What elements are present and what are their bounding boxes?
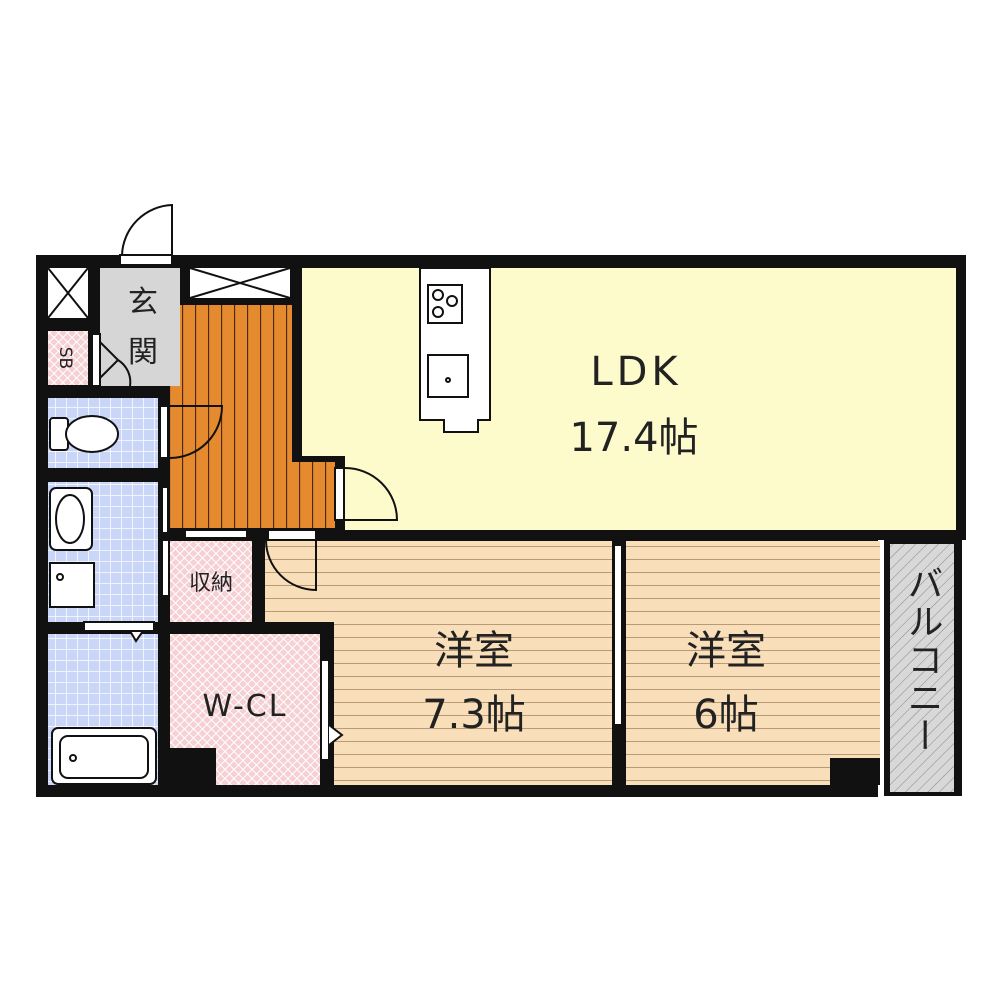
- balcony-label: バルコニー: [902, 565, 943, 755]
- shoe-closet-top: [189, 267, 291, 299]
- entrance-room: [100, 268, 180, 386]
- kitchen-counter: [419, 267, 491, 433]
- pipe-space: [47, 267, 89, 319]
- western-room-1-label: 洋室: [434, 628, 514, 674]
- toilet-icon: [49, 415, 119, 453]
- entrance-label-bottom: 関: [128, 335, 158, 370]
- balcony: [884, 540, 962, 796]
- hallway: [170, 305, 335, 528]
- western-room-2-size: 6帖: [693, 692, 758, 738]
- western-room-1: [265, 541, 612, 785]
- ldk-size: 17.4帖: [569, 415, 698, 461]
- western-room-2-label: 洋室: [686, 628, 766, 674]
- ldk-room: [302, 268, 956, 530]
- washing-machine-icon: [49, 562, 95, 608]
- western-room-1-size: 7.3帖: [422, 692, 526, 738]
- western-room-2: [626, 541, 880, 785]
- doors: [83, 203, 623, 761]
- storage-label: 収納: [189, 571, 233, 596]
- walk-in-closet: [170, 634, 320, 785]
- ldk-label: LDK: [590, 349, 681, 395]
- shoebox-label: SB: [55, 347, 75, 369]
- entrance-label-top: 玄: [128, 285, 158, 320]
- washbasin-icon: [49, 487, 93, 551]
- storage-room: [170, 541, 252, 622]
- shoebox: [48, 331, 88, 385]
- bathtub-icon: [51, 727, 157, 785]
- wcl-label: W-CL: [203, 689, 288, 724]
